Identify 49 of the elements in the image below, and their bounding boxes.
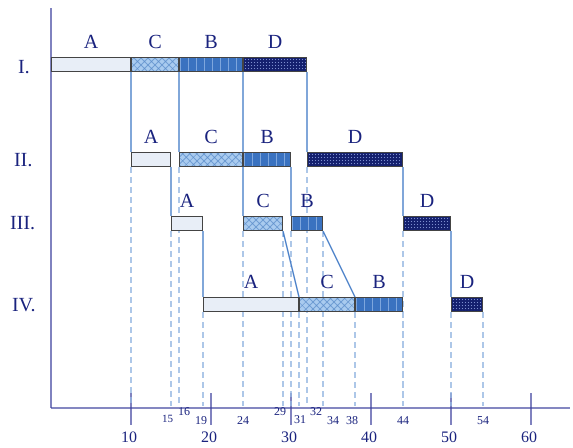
tick-label: 50	[441, 430, 457, 446]
job-label: C	[255, 190, 271, 212]
connector-line	[402, 167, 404, 216]
connector-line	[242, 167, 244, 216]
connector-line	[290, 167, 292, 216]
tick-label: 24	[237, 414, 249, 426]
row-label: IV.	[12, 295, 36, 315]
job-label: A	[242, 271, 260, 293]
job-label: D	[418, 190, 436, 212]
connector-line	[130, 72, 132, 152]
job-label: C	[319, 271, 335, 293]
tick-label: 19	[195, 414, 207, 426]
tick-label: 15	[162, 414, 173, 425]
tick-label: 44	[397, 414, 409, 426]
job-label: A	[82, 31, 100, 53]
connector-line	[202, 231, 204, 297]
tick-label: 29	[274, 405, 286, 417]
job-label: A	[178, 190, 196, 212]
connector-line	[178, 72, 180, 152]
job-label: C	[203, 126, 219, 148]
connector-line	[242, 72, 244, 152]
tick-label: 54	[477, 414, 489, 426]
tick-label: 40	[361, 430, 377, 446]
job-label: B	[371, 271, 387, 293]
job-label: B	[299, 190, 315, 212]
tick-label: 30	[281, 430, 297, 446]
job-label: A	[142, 126, 160, 148]
row-label: II.	[14, 150, 32, 170]
connector-line	[282, 230, 300, 298]
tick-label: 60	[521, 430, 537, 446]
job-label: C	[147, 31, 163, 53]
tick-label: 10	[121, 430, 137, 446]
connector-line	[450, 231, 452, 297]
job-label: D	[266, 31, 284, 53]
tick-label: 20	[201, 430, 217, 446]
connector-line	[322, 230, 356, 298]
row-label: III.	[10, 213, 35, 233]
connector-line	[306, 72, 308, 152]
tick-label: 31	[294, 413, 306, 425]
job-label: B	[203, 31, 219, 53]
row-label: I.	[18, 57, 30, 77]
tick-label: 16	[178, 405, 190, 417]
job-label: B	[259, 126, 275, 148]
tick-label: 34	[327, 414, 339, 426]
tick-label: 32	[310, 405, 322, 417]
job-label: D	[346, 126, 364, 148]
connector-line	[170, 167, 172, 216]
job-label: D	[458, 271, 476, 293]
tick-label: 38	[346, 414, 358, 426]
